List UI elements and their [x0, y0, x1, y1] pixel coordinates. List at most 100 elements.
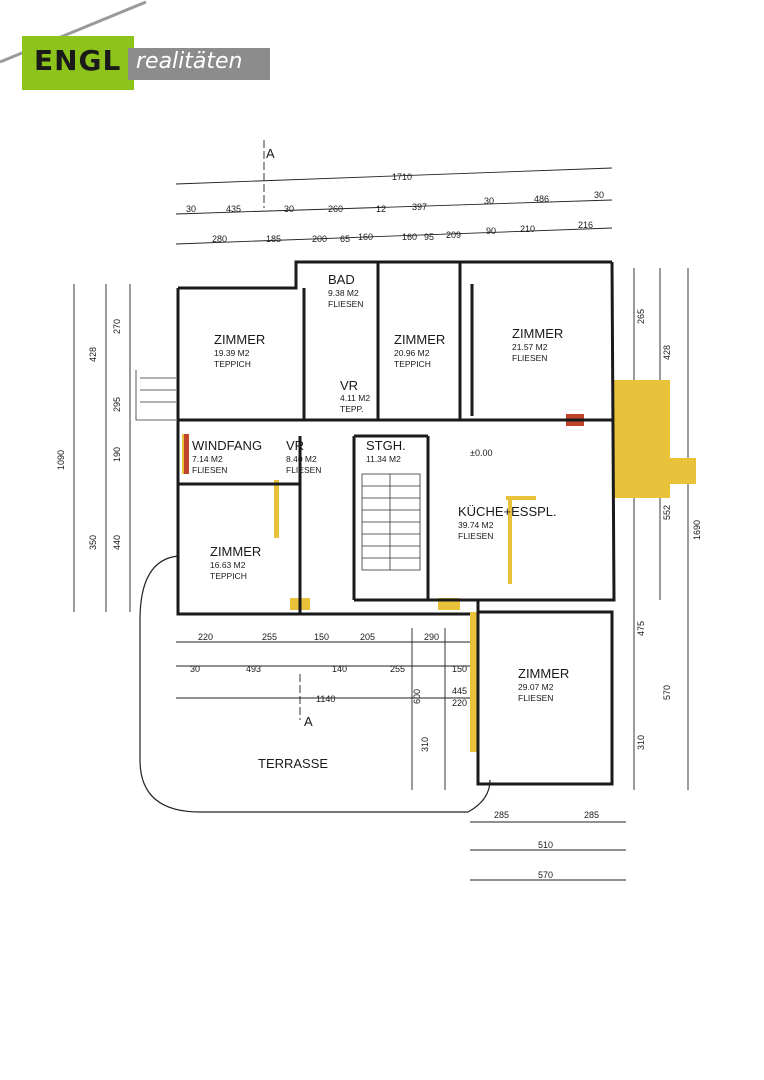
dim-top-r2-5: 397: [412, 202, 427, 212]
dim-annex-310: 310: [420, 737, 430, 752]
room-zimmer-sw-floor: TEPPICH: [210, 571, 247, 581]
room-zimmer-sw-name: ZIMMER: [210, 544, 261, 559]
staircase: [135, 370, 421, 571]
dim-annex-220: 220: [452, 698, 467, 708]
dim-annex-3: 285: [584, 810, 599, 820]
room-kueche-floor: FLIESEN: [458, 531, 493, 541]
dim-top-r3-5: 160: [402, 232, 417, 242]
dim-top-r3-0: 280: [212, 234, 227, 244]
dim-bot-r1-10: 290: [424, 632, 439, 642]
room-kueche-area: 39.74 M2: [458, 520, 494, 530]
dim-top-r3-9: 210: [520, 224, 535, 234]
dim-bot-r2-1: 493: [246, 664, 261, 674]
room-zimmer-ne-area: 21.57 M2: [512, 342, 548, 352]
room-vr2-name: VR: [286, 438, 304, 453]
dimension-lines: [73, 140, 689, 881]
room-zimmer-sw-area: 16.63 M2: [210, 560, 246, 570]
dim-top-r3-6: 95: [424, 232, 434, 242]
terrasse-label: TERRASSE: [258, 756, 328, 771]
dim-left-428: 428: [88, 347, 98, 362]
dim-top-r2-4: 12: [376, 204, 386, 214]
dim-top-r3-8: 90: [486, 226, 496, 236]
room-zimmer-nw-area: 19.39 M2: [214, 348, 250, 358]
dim-right-total: 1690: [692, 520, 702, 540]
dim-left-total: 1090: [56, 450, 66, 470]
logo-grey-block: realitäten: [128, 48, 270, 80]
section-mark-top: A: [266, 146, 275, 161]
room-zimmer-ne-name: ZIMMER: [512, 326, 563, 341]
logo-green-block: [22, 36, 134, 90]
dim-annex-600: 600: [412, 689, 422, 704]
dim-annex-445: 445: [452, 686, 467, 696]
room-zimmer-se-name: ZIMMER: [518, 666, 569, 681]
level-label: ±0.00: [470, 448, 492, 458]
room-bad-area: 9.38 M2: [328, 288, 359, 298]
dim-bot-r2-3: 140: [332, 664, 347, 674]
dim-top-r2-7: 486: [534, 194, 549, 204]
dim-top-r3-4: 160: [358, 232, 373, 242]
room-kueche-name: KÜCHE+ESSPL.: [458, 504, 557, 519]
room-bad-name: BAD: [328, 272, 355, 287]
room-vr1-name: VR: [340, 378, 358, 393]
dim-right-428: 428: [662, 345, 672, 360]
dim-bot-total: 1140: [316, 694, 335, 704]
room-zimmer-ne-floor: FLIESEN: [512, 353, 547, 363]
dimension-labels-top: 1710 30 435 30 260 12 397 30 486 30 280 …: [186, 172, 604, 244]
room-zimmer-nw-floor: TEPPICH: [214, 359, 251, 369]
room-zimmer-n-area: 20.96 M2: [394, 348, 430, 358]
dim-bot-r1-0: 220: [198, 632, 213, 642]
dim-annex-510: 510: [538, 840, 553, 850]
room-zimmer-se-area: 29.07 M2: [518, 682, 554, 692]
room-windfang-floor: FLIESEN: [192, 465, 227, 475]
room-windfang-name: WINDFANG: [192, 438, 262, 453]
dim-top-total: 1710: [392, 172, 412, 182]
room-zimmer-n-floor: TEPPICH: [394, 359, 431, 369]
dimension-labels-sides: 1090 428 270 295 350 440 190 1690 428 26…: [56, 309, 702, 880]
room-stgh-area: 11.34 M2: [366, 454, 401, 464]
room-bad-floor: FLIESEN: [328, 299, 363, 309]
dim-annex-total: 570: [538, 870, 553, 880]
dim-top-r3-3: 65: [340, 234, 350, 244]
dim-bot-r2-7: 150: [452, 664, 467, 674]
walls: [176, 260, 616, 786]
dim-top-r3-10: 216: [578, 220, 593, 230]
dim-right-475: 475: [636, 621, 646, 636]
dim-top-r2-8: 30: [594, 190, 604, 200]
dim-top-r2-0: 30: [186, 204, 196, 214]
dim-left-190: 190: [112, 447, 122, 462]
dim-top-r3-2: 200: [312, 234, 327, 244]
dim-top-r2-1: 435: [226, 204, 241, 214]
dim-right-552: 552: [662, 505, 672, 520]
dim-bot-r1-3: 255: [262, 632, 277, 642]
dim-top-r2-6: 30: [484, 196, 494, 206]
yellow-accents: [182, 380, 696, 752]
dim-left-350: 350: [88, 535, 98, 550]
dim-right-310: 310: [636, 735, 646, 750]
room-stgh-name: STGH.: [366, 438, 406, 453]
room-vr2-floor: FLIESEN: [286, 465, 321, 475]
dim-top-r2-3: 260: [328, 204, 343, 214]
room-vr1-area: 4.11 M2: [340, 393, 370, 403]
logo-tagline: realitäten: [136, 49, 243, 74]
dim-top-r3-7: 209: [446, 230, 461, 240]
dim-right-265: 265: [636, 309, 646, 324]
logo-brand-text: ENGL: [34, 44, 122, 77]
room-vr1-floor: TEPP.: [340, 404, 363, 414]
dim-right-570: 570: [662, 685, 672, 700]
room-windfang-area: 7.14 M2: [192, 454, 223, 464]
dim-top-r3-1: 185: [266, 234, 281, 244]
dim-left-270: 270: [112, 319, 122, 334]
brand-logo: ENGL realitäten: [22, 36, 270, 90]
dim-bot-r1-4: 150: [314, 632, 329, 642]
room-zimmer-n-name: ZIMMER: [394, 332, 445, 347]
dim-top-r2-2: 30: [284, 204, 294, 214]
room-zimmer-se-floor: FLIESEN: [518, 693, 553, 703]
dim-bot-r2-0: 30: [190, 664, 200, 674]
dim-left-440: 440: [112, 535, 122, 550]
dim-bot-r2-5: 255: [390, 664, 405, 674]
room-labels: ZIMMER 19.39 M2 TEPPICH BAD 9.38 M2 FLIE…: [192, 146, 569, 771]
room-vr2-area: 8.40 M2: [286, 454, 317, 464]
dim-left-295: 295: [112, 397, 122, 412]
room-zimmer-nw-name: ZIMMER: [214, 332, 265, 347]
